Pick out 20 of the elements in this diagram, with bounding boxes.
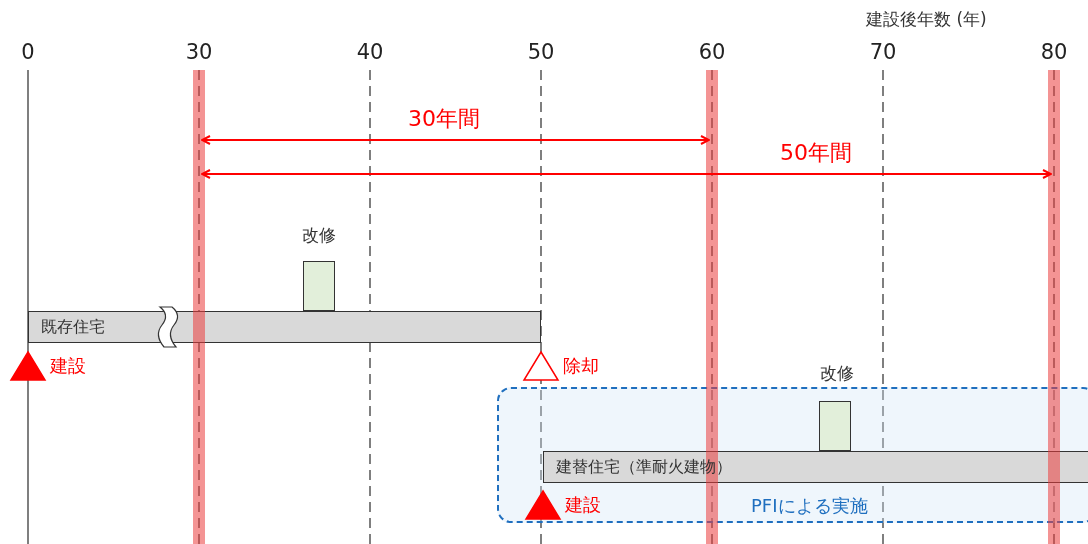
bar-label: 既存住宅 — [41, 317, 105, 338]
renovation-label: 改修 — [301, 224, 337, 247]
timeline-bar — [543, 451, 1088, 483]
region-label: PFIによる実施 — [751, 494, 868, 518]
duration-label: 30年間 — [408, 105, 480, 133]
axis-title: 建設後年数 (年) — [866, 8, 987, 31]
tick-label: 70 — [868, 40, 898, 64]
tick-label: 30 — [184, 40, 214, 64]
tick-label: 0 — [20, 40, 36, 64]
tick-label: 80 — [1039, 40, 1069, 64]
marker-label: 除却 — [563, 354, 599, 378]
tick-label: 40 — [355, 40, 385, 64]
bar-label: 建替住宅（準耐火建物） — [556, 457, 732, 478]
tick-label: 60 — [697, 40, 727, 64]
marker-label: 建設 — [565, 493, 601, 517]
tick-label: 50 — [526, 40, 556, 64]
renovation-label: 改修 — [819, 362, 855, 385]
duration-label: 50年間 — [780, 139, 852, 167]
marker-label: 建設 — [50, 354, 86, 378]
timeline-bar — [28, 311, 541, 343]
